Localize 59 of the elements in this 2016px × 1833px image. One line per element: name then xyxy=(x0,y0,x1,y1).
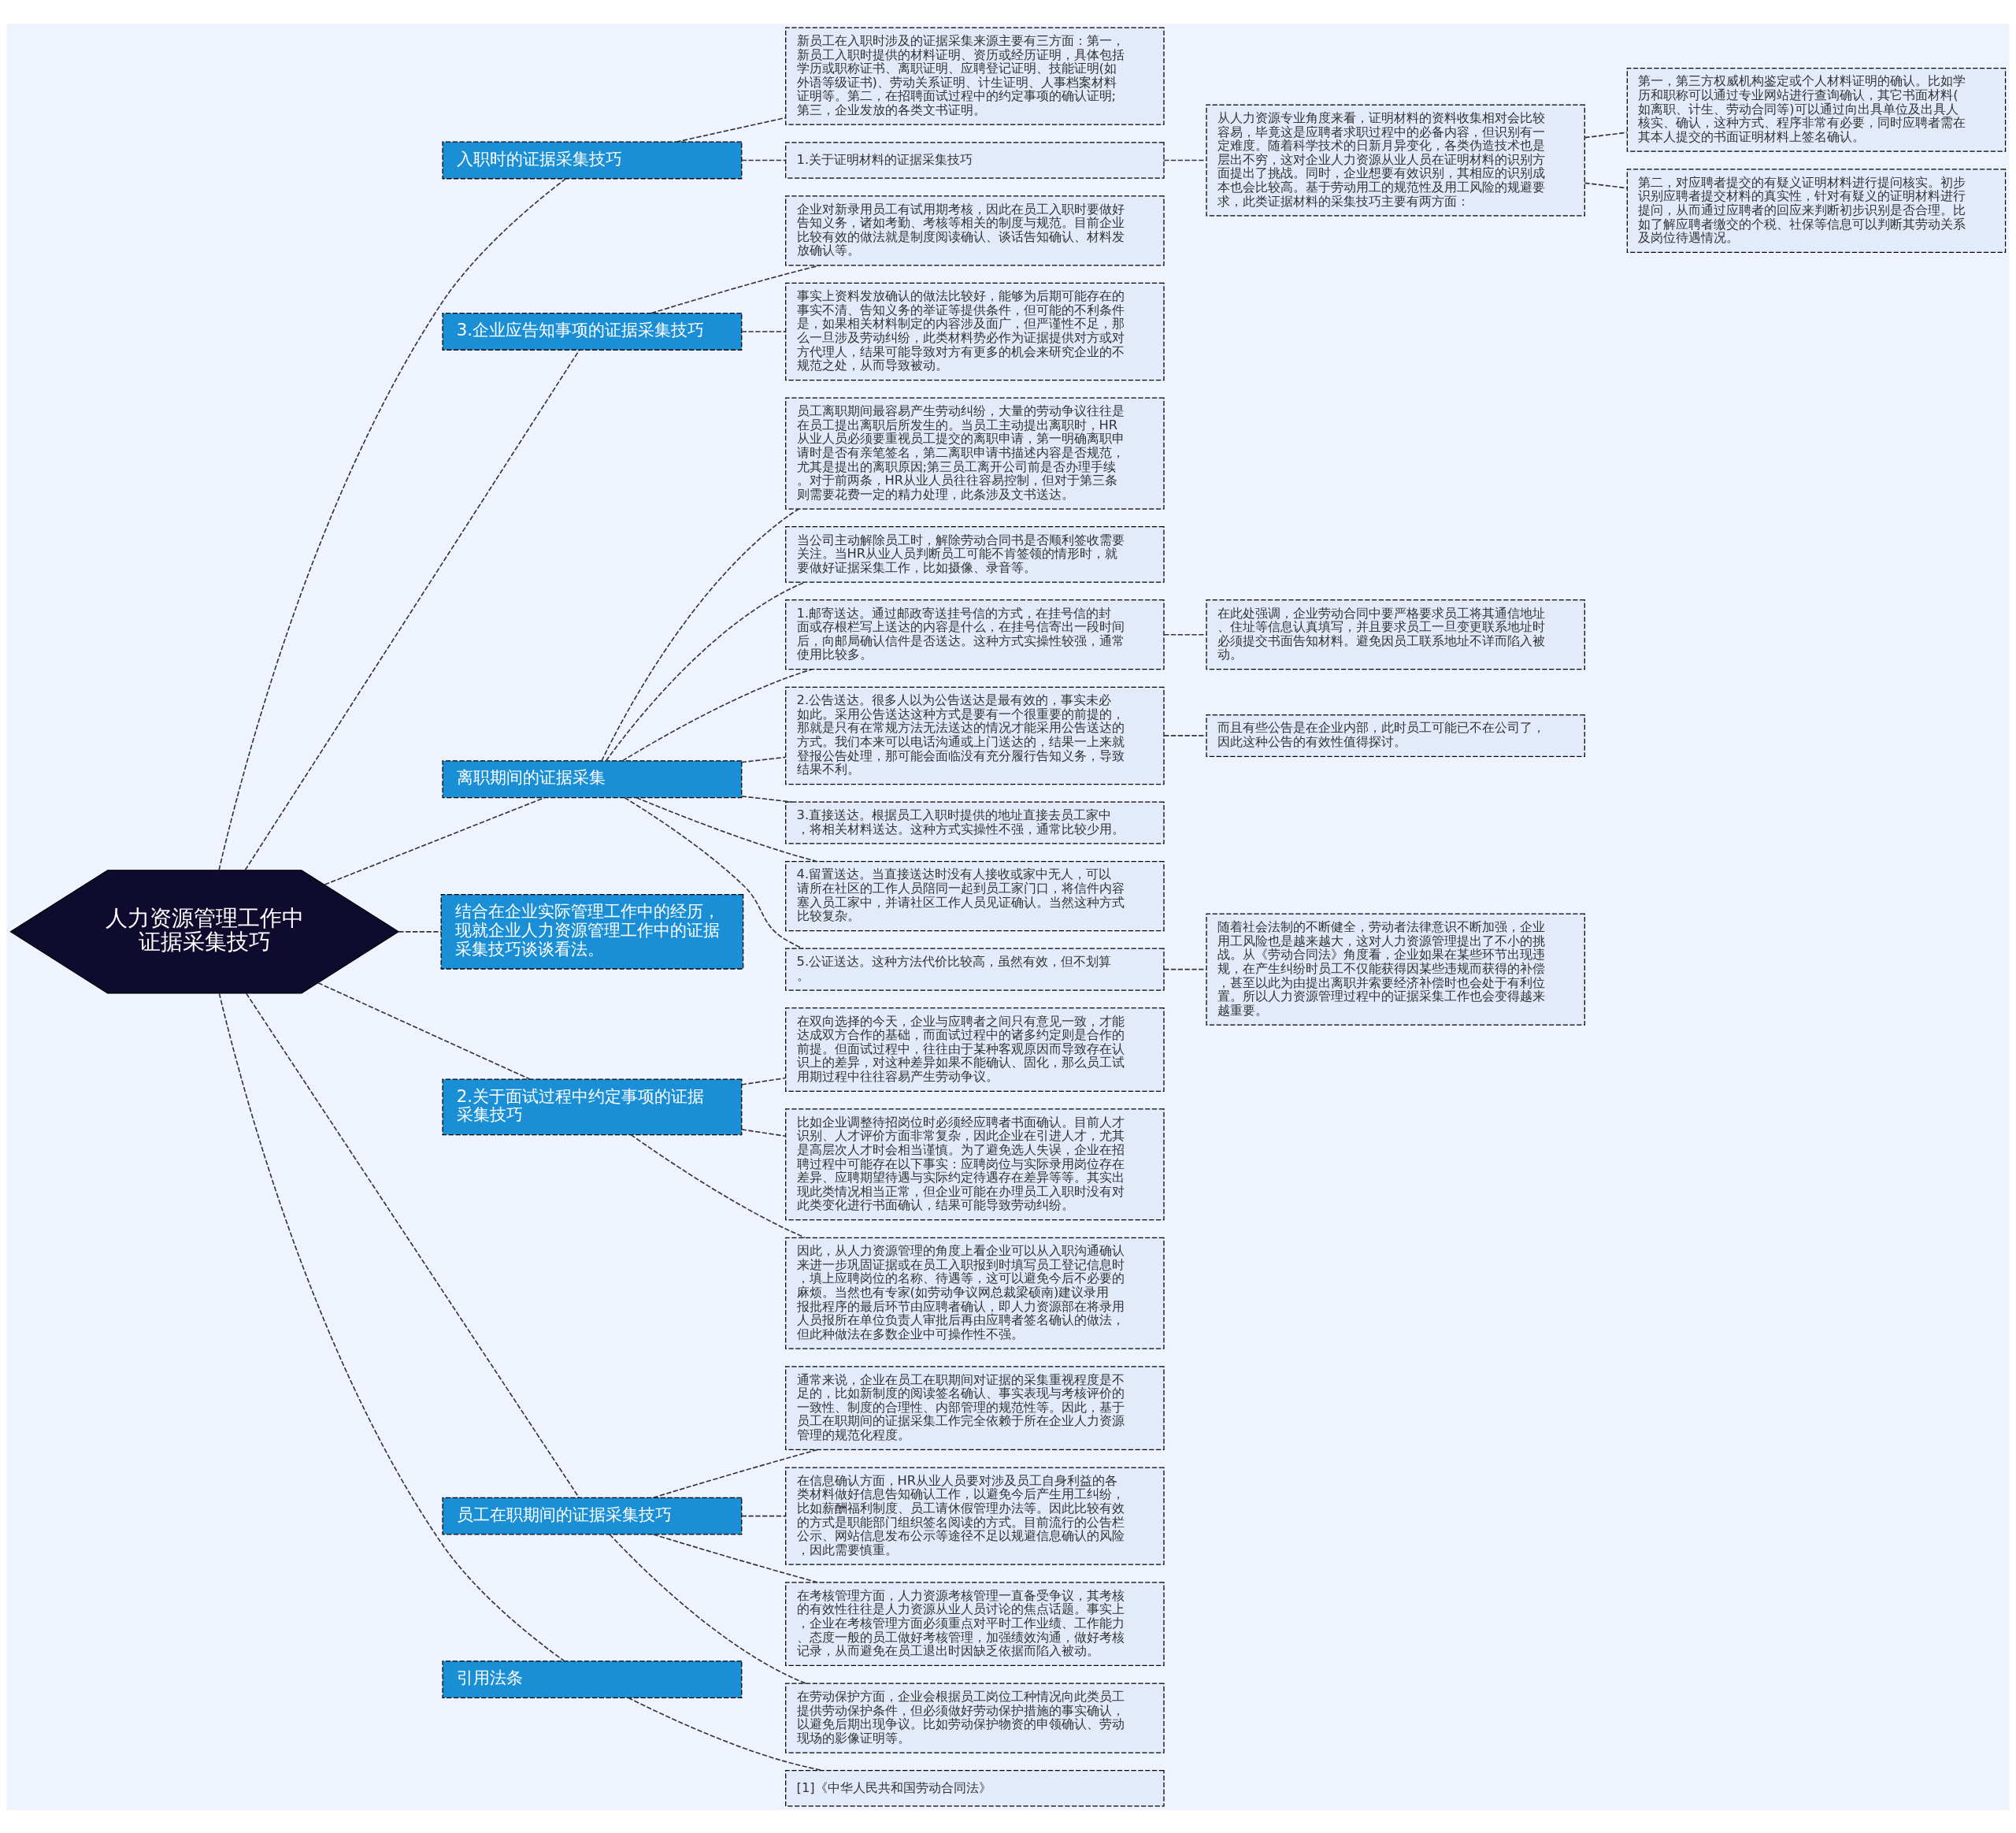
node-box: 新员工在入职时涉及的证据采集来源主要有三方面：第一，新员工入职时提供的材料证明、资历或经历证明，具体包括学历或职称证书、离职证明、应聘登记证明、技能证明(如外语等级证书)、劳动关系证明、计生证明、人事档案材料证明等。第二，在招聘面试过程中的约定事项的确认证明;第三，企业发放的各类文书证明。 xyxy=(785,26,1165,125)
node-box: 2.关于面试过程中约定事项的证据采集技巧 xyxy=(442,1078,743,1135)
connector xyxy=(1163,159,1207,161)
node-box: 2.公告送达。很多人以为公告送达是最有效的，事实未必如此。采用公告送达这种方式是要有一个很重要的前提的，那就是只有在常规方法无法送达的情况才能采用公告送达的方式。我们本来可以电话沟通或上门送达的，结果一上来就登报公告处理，那可能会面临没有充分履行告知义务，导致结果不利。 xyxy=(785,686,1165,785)
connector xyxy=(609,1533,806,1684)
node-box: 比如企业调整待招岗位时必须经应聘者书面确认。目前人才识别、人才评价方面非常复杂，因此企业在引进人才，尤其是高层次人才时会相当谨慎。为了避免选人失误，企业在招聘过程中可能存在以下事实：应聘岗位与实际录用岗位存在差异、应聘期望待遇与实际约定待遇存在差异等等。其实出现此类情况相当正常，但企业可能在办理员工入职时没有对此类变化进行书面确认，结果可能导致劳动纠纷。 xyxy=(785,1108,1165,1220)
node-box: 3.直接送达。根据员工入职时提供的地址直接去员工家中，将相关材料送达。这种方式实操性不强，通常比较少用。 xyxy=(785,801,1165,844)
node-box: 在劳动保护方面，企业会根据员工岗位工种情况向此类员工提供劳动保护条件，但必须做好劳动保护措施的事实确认，以避免后期出现争议。比如劳动保护物资的申领确认、劳动现场的影像证明等。 xyxy=(785,1682,1165,1753)
connector xyxy=(741,1077,787,1085)
node-box: 引用法条 xyxy=(442,1660,743,1698)
connector xyxy=(1584,131,1628,138)
connector xyxy=(218,177,567,870)
node-box: 在信息确认方面，HR从业人员要对涉及员工自身利益的各类材料做好信息告知确认工作，以避免今后产生用工纠纷，比如薪酬福利制度、员工请休假管理办法等。因此比较有效的方式是职能部门组织签名阅读的方式。目前流行的公告栏公示、网站信息发布公示等途径不足以规避信息确认的风险，因此需要慎重。 xyxy=(785,1466,1165,1565)
connector xyxy=(650,264,821,314)
node-box: 第一，第三方权威机构鉴定或个人材料证明的确认。比如学历和职称可以通过专业网站进行查询确认，其它书面材料(如离职、计生、劳动合同等)可以通过向出具单位及出具人核实、确认，这种方式、程序非常有必要，同时应聘者需在其本人提交的书面证明材料上签名确认。 xyxy=(1626,67,2007,152)
connector xyxy=(1163,633,1207,635)
node-box: 员工在职期间的证据采集技巧 xyxy=(442,1497,743,1534)
node-box: 通常来说，企业在员工在职期间对证据的采集重视程度是不足的，比如新制度的阅读签名确认、事实表现与考核评价的一致性、制度的合理性、内部管理的规范性等。因此，基于员工在职期间的证据采集工作完全依赖于所在企业人力资源管理的规范化程度。 xyxy=(785,1365,1165,1450)
node-box: 从人力资源专业角度来看，证明材料的资料收集相对会比较容易，毕竟这是应聘者求职过程中的必备内容，但识别有一定难度。随着科学技术的日新月异变化，各类伪造技术也是层出不穷，这对企业人力资源从业人员在证明材料的识别方面提出了挑战。同时，企业想要有效识别，其相应的识别成本也会比较高。基于劳动用工的规范性及用工风险的规避要求，此类证据材料的采集技巧主要有两方面： xyxy=(1206,103,1585,217)
node-box: 入职时的证据采集技巧 xyxy=(442,141,743,179)
connector xyxy=(741,795,793,803)
connector xyxy=(245,992,580,1498)
node-box: 当公司主动解除员工时，解除劳动合同书是否顺利签收需要关注。当HR从业人员判断员工可能不肯签领的情形时，就要做好证据采集工作，比如摄像、录音等。 xyxy=(785,525,1165,583)
connector xyxy=(324,796,546,885)
node-box: 第二，对应聘者提交的有疑义证明材料进行提问核实。初步识别应聘者提交材料的真实性，针对有疑义的证明材料进行提问，从而通过应聘者的回应来判断初步识别是否合理。比如了解应聘者缴交的个税、社保等信息可以判断其劳动关系及岗位待遇情况。 xyxy=(1626,168,2007,253)
node-box: 企业对新录用员工有试用期考核，因此在员工入职时要做好告知义务，诸如考勤、考核等相关的制度与规范。目前企业比较有效的做法就是制度阅读确认、谈话告知确认、材料发放确认等。 xyxy=(785,195,1165,265)
node-box: 4.留置送达。当直接送达时没有人接收或家中无人，可以请所在社区的工作人员陪同一起到员工家门口，将信件内容塞入员工家中，并请社区工作人员见证确认。当然这种方式比较复杂。 xyxy=(785,860,1165,931)
connector xyxy=(1163,968,1207,970)
connector xyxy=(741,1128,787,1137)
node-box: 结合在企业实际管理工作中的经历，现就企业人力资源管理工作中的证据采集技巧谈谈看法。 xyxy=(440,893,744,970)
connector xyxy=(741,330,787,332)
connector xyxy=(675,117,787,143)
node-box: 事实上资料发放确认的做法比较好，能够为后期可能存在的事实不清、告知义务的举证等提供条件，但可能的不利条件是，如果相关材料制定的内容涉及面广，但严谨性不足，那么一旦涉及劳动纠纷，此类材料势必作为证据提供对方或对方代理人，结果可能导致对方有更多的机会来研究企业的不规范之处，从而导致被动。 xyxy=(785,282,1165,380)
node-box: 而且有些公告是在企业内部，此时员工可能已不在公司了，因此这种公告的有效性值得探讨。 xyxy=(1206,714,1585,757)
node-box: 1.关于证明材料的证据采集技巧 xyxy=(785,141,1165,179)
connector xyxy=(605,581,806,761)
node-box: 因此，从人力资源管理的角度上看企业可以从入职沟通确认来进一步巩固证据或在员工入职报到时填写员工登记信息时，填上应聘岗位的名称、待遇等，这可以避免今后不必要的麻烦。当然也有专家(如劳动争议网总裁梁硕南)建议录用报批程序的最后环节由应聘者确认，即人力资源部在将录用人员报所在单位负责人审批后再由应聘者签名确认的做法，但此种做法在多数企业中可操作性不强。 xyxy=(785,1237,1165,1349)
node-box: 在此处强调，企业劳动合同中要严格要求员工将其通信地址、住址等信息认真填写，并且要求员工一旦变更联系地址时必须提交书面告知材料。避免因员工联系地址不详而陷入被动。 xyxy=(1206,599,1585,670)
connector xyxy=(398,930,442,933)
connector xyxy=(630,1134,806,1238)
node-box: 在考核管理方面，人力资源考核管理一直备受争议，其考核的有效性往往是人力资源从业人员讨论的焦点话题。事实上，企业在考核管理方面必须重点对平时工作业绩、工作能力、态度一般的员工做好考核管理，加强绩效沟通，做好考核记录，从而避免在员工退出时因缺乏依据而陷入被动。 xyxy=(785,1581,1165,1666)
connector xyxy=(741,755,787,763)
connector xyxy=(624,796,804,949)
node-box: 员工离职期间最容易产生劳动纠纷，大量的劳动争议往往是在员工提出离职后所发生的。当员工主动提出离职时，HR从业人员必须要重视员工提交的离职申请，第一明确离职申请时是否有亲笔签名，第二离职申请书描述内容是否规范，尤其是提出的离职原因;第三员工离开公司前是否办理手续。对于前两条，HR从业人员往往容易控制，但对于第三条则需要花费一定的精力处理，此条涉及文书送达。 xyxy=(785,397,1165,510)
node-box: 离职期间的证据采集 xyxy=(442,759,743,798)
connector xyxy=(1584,182,1628,189)
node-box: [1]《中华人民共和国劳动合同法》 xyxy=(785,1769,1165,1807)
node-box: 1.邮寄送达。通过邮政寄送挂号信的方式，在挂号信的封面或存根栏写上送达的内容是什么，在挂号信寄出一段时间后，向邮局确认信件是否送达。这种方式实操性较强，通常使用比较多。 xyxy=(785,599,1165,670)
connector xyxy=(1163,734,1207,737)
connector xyxy=(244,349,580,870)
connector xyxy=(601,507,799,762)
connector xyxy=(218,992,565,1662)
node-box: 在双向选择的今天，企业与应聘者之间只有意见一致，才能达成双方合作的基础，而面试过程中的诸多约定则是合作的前提。但面试过程中，往往由于某种客观原因而导致存在认识上的差异，对这种差异如果不能确认、固化，那么员工试用期过程中往往容易产生劳动争议。 xyxy=(785,1007,1165,1092)
node-box: 3.企业应告知事项的证据采集技巧 xyxy=(442,312,743,351)
connector xyxy=(741,1515,787,1516)
connector xyxy=(741,159,787,161)
node-box: 5.公证送达。这种方法代价比较高，虽然有效，但不划算。 xyxy=(785,948,1165,991)
node-box: 随着社会法制的不断健全，劳动者法律意识不断加强，企业用工风险也是越来越大，这对人力资源管理提出了不小的挑战。从《劳动合同法》角度看，企业如果在某些环节出现违规，在产生纠纷时员工不仅能获得因某些违规而获得的补偿，甚至以此为由提出离职并索要经济补偿时也会处于有利位置。所以人力资源管理过程中的证据采集工作也会变得越来越重要。 xyxy=(1206,913,1585,1026)
connector xyxy=(317,981,531,1080)
